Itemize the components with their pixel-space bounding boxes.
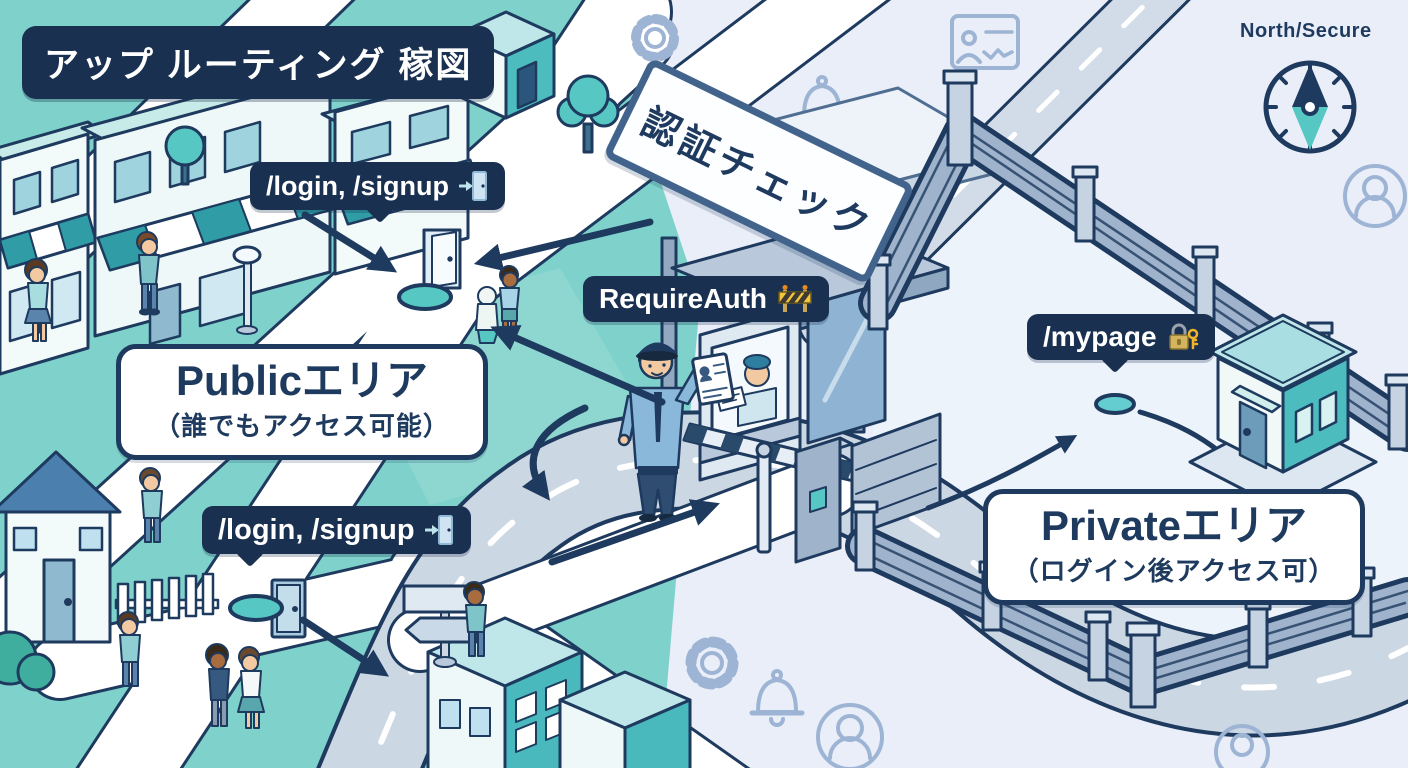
barricade-icon <box>778 285 812 312</box>
arrow-redirect-bottom <box>490 325 666 406</box>
compass-label: North/Secure <box>1240 20 1372 42</box>
bell-icon <box>749 669 805 727</box>
arrow-to-junction <box>301 211 398 273</box>
person <box>205 643 230 727</box>
picket-fence <box>114 572 220 626</box>
page-title: アップ ルーティング 稼図 <box>22 26 495 99</box>
signpost <box>402 584 484 668</box>
route-label: /login, /signup <box>266 170 449 201</box>
signpost <box>232 245 262 335</box>
office-building <box>426 616 584 768</box>
require-auth-badge: RequireAuth <box>583 276 829 322</box>
user-circle-icon <box>1214 724 1270 768</box>
area-subtitle: （ログイン後アクセス可） <box>1012 556 1336 587</box>
security-guard <box>617 342 735 522</box>
lock-key-icon <box>1168 323 1198 350</box>
tree <box>556 74 620 154</box>
people <box>24 231 520 729</box>
person <box>475 286 499 344</box>
background-icons <box>631 14 1407 768</box>
user-circle-icon <box>816 703 884 768</box>
gear-icon <box>631 14 679 62</box>
gear-icon <box>685 636 739 690</box>
arrow-redirect-top <box>473 218 654 272</box>
routing-arrows <box>299 211 720 677</box>
private-area-label: Privateエリア （ログイン後アクセス可） <box>983 489 1365 606</box>
person <box>136 231 160 316</box>
person <box>24 258 52 342</box>
route-marker-oval <box>397 283 453 311</box>
arrow-bottom-left <box>299 616 390 677</box>
route-label: /login, /signup <box>218 513 415 546</box>
gate-barrier <box>755 412 942 564</box>
id-card-icon <box>950 14 1020 70</box>
path-to-mypage-arrow <box>925 435 1078 511</box>
mypage-route-badge: /mypage <box>1027 314 1215 374</box>
house <box>0 450 122 644</box>
area-title: Publicエリア <box>175 357 429 404</box>
arrow-uturn <box>522 404 589 501</box>
door-icon <box>458 171 487 201</box>
arrow-through-gate <box>548 499 720 566</box>
route-label: RequireAuth <box>599 283 767 314</box>
area-subtitle: （誰でもアクセス可能） <box>154 411 450 442</box>
mypage-building <box>1188 313 1378 512</box>
bush <box>0 630 56 692</box>
person <box>117 611 141 687</box>
login-signup-route-badge: /login, /signup <box>250 162 505 224</box>
person <box>139 467 163 543</box>
login-signup-route-badge: /login, /signup <box>202 506 471 568</box>
door-icon <box>424 515 453 545</box>
office-building <box>558 670 692 768</box>
tree <box>164 125 206 186</box>
route-marker-oval <box>1094 393 1136 415</box>
route-label: /mypage <box>1043 321 1157 352</box>
id-document <box>691 352 735 406</box>
route-marker-oval <box>228 594 284 622</box>
public-area-label: Publicエリア （誰でもアクセス可能） <box>116 344 488 461</box>
shop-building <box>0 120 106 376</box>
door <box>270 578 307 639</box>
person <box>463 581 487 657</box>
compass-icon <box>1263 60 1357 154</box>
door <box>422 228 462 290</box>
area-title: Privateエリア <box>1040 502 1308 549</box>
user-circle-icon <box>1343 164 1407 228</box>
person <box>237 646 265 729</box>
